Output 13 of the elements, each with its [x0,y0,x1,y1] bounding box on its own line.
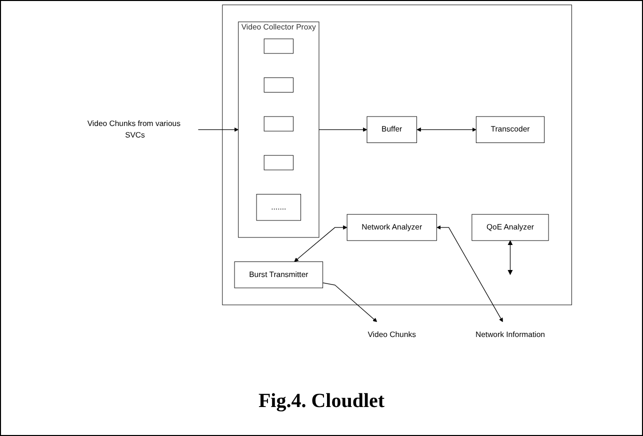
arrow [198,128,238,132]
node-box [264,155,294,170]
arrow [318,128,367,132]
cluster [222,4,572,306]
arrow [322,282,377,322]
node-box [264,77,294,93]
node-box [264,116,294,132]
arrow [294,225,347,262]
figure-caption: Fig.4. Cloudlet [258,390,385,413]
arrow [436,225,503,322]
arrow [416,128,476,132]
arrow [507,240,512,276]
node-box [264,38,294,54]
